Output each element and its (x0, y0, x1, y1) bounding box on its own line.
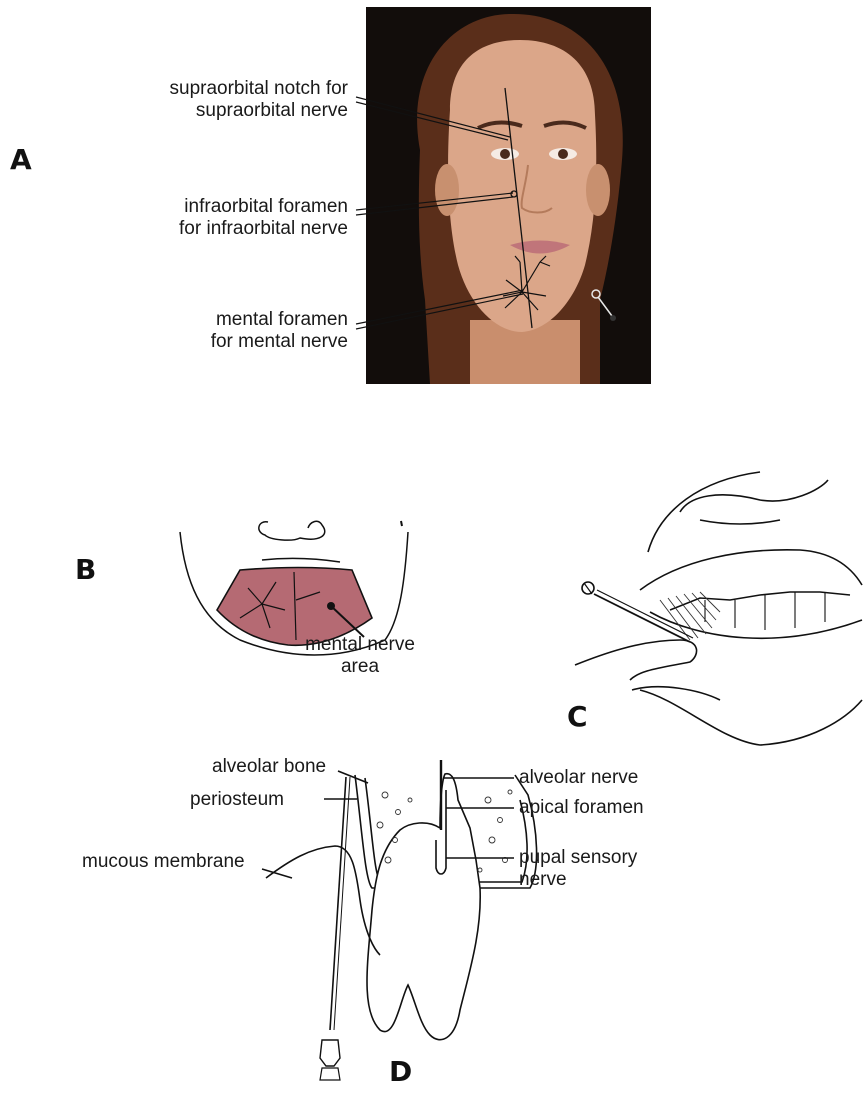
apical-foramen-label: apical foramen (519, 797, 644, 819)
mucous-membrane (266, 846, 380, 955)
pulpal-nerve-label: pupal sensory nerve (519, 847, 637, 891)
tooth (367, 774, 480, 1040)
needle-d (320, 777, 350, 1080)
alveolar-nerve-label: alveolar nerve (519, 767, 638, 789)
periosteum-label: periosteum (190, 789, 284, 811)
alveolar-bone-label: alveolar bone (212, 756, 326, 778)
mucous-membrane-label: mucous membrane (82, 851, 245, 873)
